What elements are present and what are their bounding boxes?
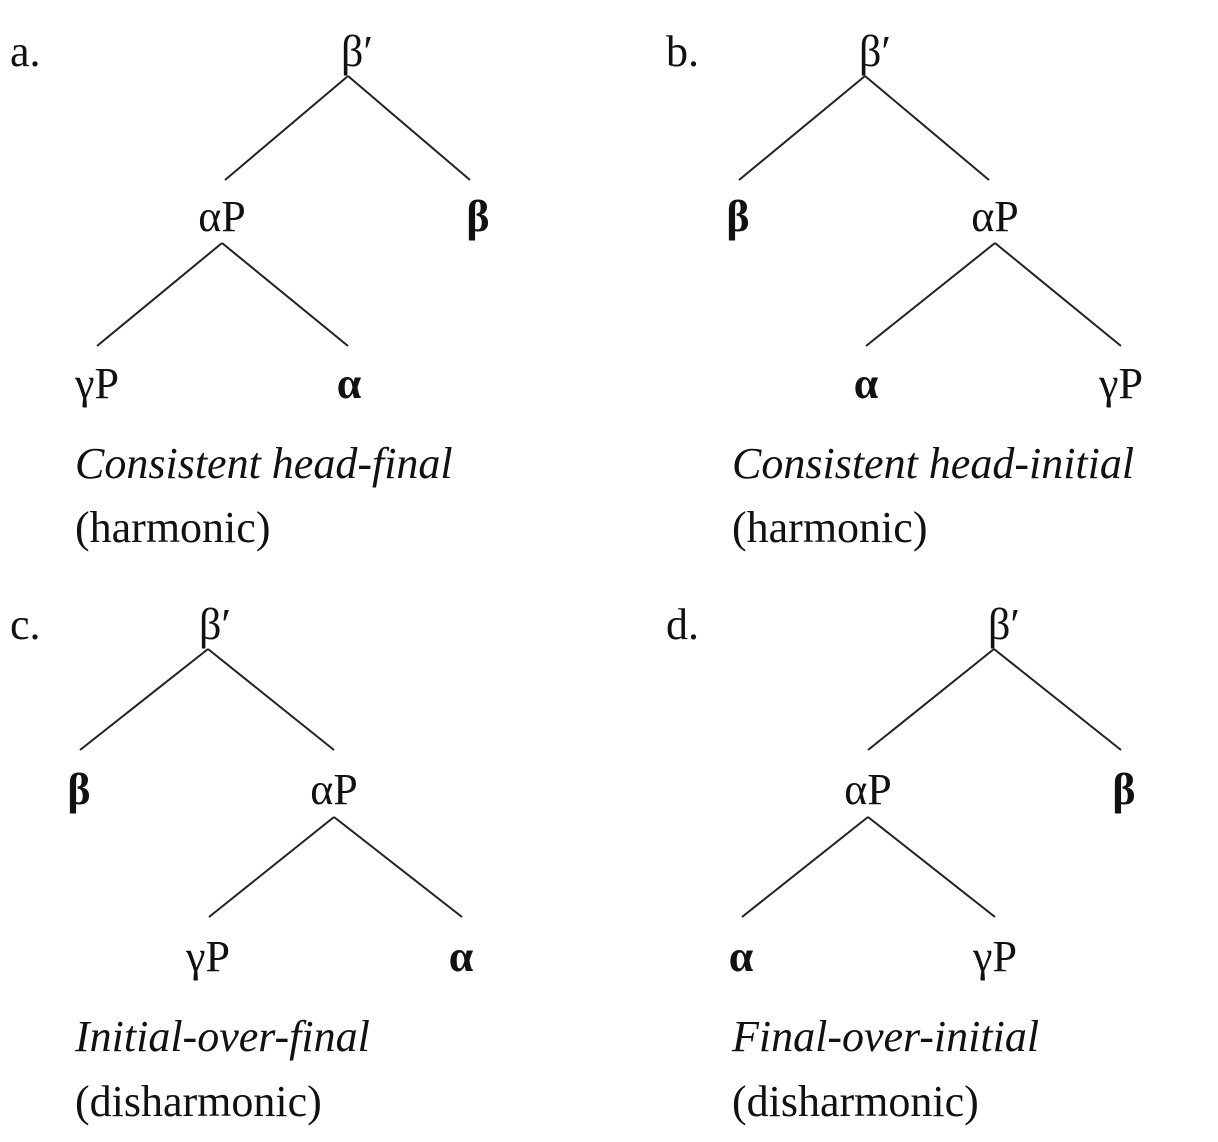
panel-caption: Final-over-initial [732, 1012, 1040, 1061]
edge-root-to-alphaP [864, 75, 990, 181]
edge-root-to-beta [347, 75, 471, 181]
panel-letter: c. [10, 600, 41, 649]
edge-root-to-beta [738, 75, 866, 181]
tree-panel-c: c. β′ β αP γP α Initial-over-final (dish… [0, 571, 609, 1142]
panel-subcaption: (disharmonic) [75, 1077, 322, 1126]
tree-node-head: α [728, 932, 754, 981]
tree-edges-d [741, 648, 1122, 918]
tree-node-root: β′ [987, 600, 1021, 649]
tree-node-head: α [853, 359, 879, 408]
tree-node-complement: γP [186, 932, 230, 981]
tree-panel-d: d. β′ αP β α γP Final-over-initial (dish… [609, 571, 1218, 1142]
panel-caption: Consistent head-final [75, 439, 453, 488]
tree-node-head: β [726, 192, 750, 241]
edge-alphaP-to-alpha [741, 816, 869, 918]
panel-subcaption: (harmonic) [75, 503, 271, 552]
edge-alphaP-to-alpha [865, 242, 996, 347]
tree-edges-b [738, 75, 1122, 347]
edge-root-to-alphaP [224, 75, 349, 181]
tree-edges-a [96, 75, 471, 347]
edge-alphaP-to-gammaP [96, 242, 223, 347]
tree-node-root: β′ [340, 27, 374, 76]
edge-root-to-beta [79, 648, 209, 751]
edge-alphaP-to-alpha [221, 242, 349, 347]
panel-subcaption: (disharmonic) [732, 1077, 979, 1126]
tree-node-head: α [448, 932, 474, 981]
tree-node-head: β [67, 765, 91, 814]
panel-letter: b. [666, 27, 699, 76]
panel-caption: Consistent head-initial [732, 439, 1135, 488]
tree-node-complement: γP [1099, 359, 1143, 408]
tree-node-root: β′ [198, 600, 232, 649]
edge-alphaP-to-gammaP [994, 242, 1122, 347]
tree-node-phrase: αP [198, 192, 246, 241]
tree-node-head: α [336, 359, 362, 408]
edge-alphaP-to-alpha [333, 816, 463, 918]
tree-node-root: β′ [858, 27, 892, 76]
panel-caption: Initial-over-final [75, 1012, 370, 1061]
edge-root-to-alphaP [207, 648, 335, 751]
tree-node-phrase: αP [971, 192, 1019, 241]
tree-node-head: β [466, 192, 490, 241]
panel-letter: d. [666, 600, 699, 649]
tree-node-complement: γP [75, 359, 119, 408]
tree-edges-c [79, 648, 463, 918]
edge-alphaP-to-gammaP [867, 816, 996, 918]
tree-panel-b: b. β′ β αP α γP Consistent head-initial … [609, 0, 1218, 571]
tree-panel-a: a. β′ αP β γP α Consistent head-final (h… [0, 0, 609, 571]
tree-node-phrase: αP [310, 765, 358, 814]
panel-subcaption: (harmonic) [732, 503, 928, 552]
tree-node-complement: γP [973, 932, 1017, 981]
edge-root-to-beta [993, 648, 1122, 751]
edge-alphaP-to-gammaP [208, 816, 335, 918]
edge-root-to-alphaP [867, 648, 995, 751]
tree-node-phrase: αP [844, 765, 892, 814]
tree-node-head: β [1112, 765, 1136, 814]
panel-letter: a. [10, 27, 41, 76]
